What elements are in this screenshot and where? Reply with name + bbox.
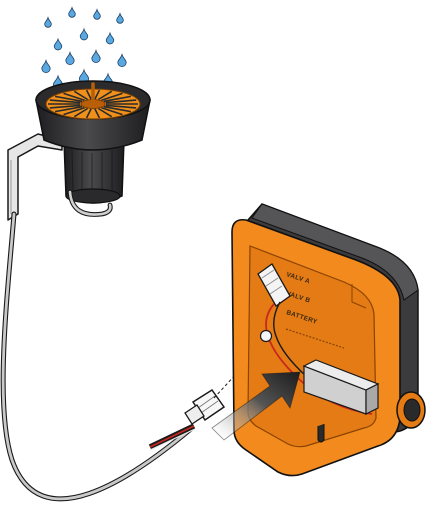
water-drop-icon [106,33,114,44]
water-drop-icon [117,14,124,24]
water-drop-icon [45,18,52,28]
water-drop-icon [92,51,100,63]
side-mounting-hole [397,392,425,428]
sensor-cable [3,192,195,499]
mounting-bracket [8,134,62,220]
water-drop-icon [69,8,76,18]
cable-connector [185,390,224,424]
water-drop-icon [54,39,62,50]
water-drop-icon [80,29,88,40]
water-drop-icon [94,10,101,20]
water-drop-icon [42,61,50,73]
controller-housing [232,204,418,476]
water-drop-icon [118,55,126,67]
water-drop-icon [66,53,74,65]
rain-sensor [36,81,150,203]
